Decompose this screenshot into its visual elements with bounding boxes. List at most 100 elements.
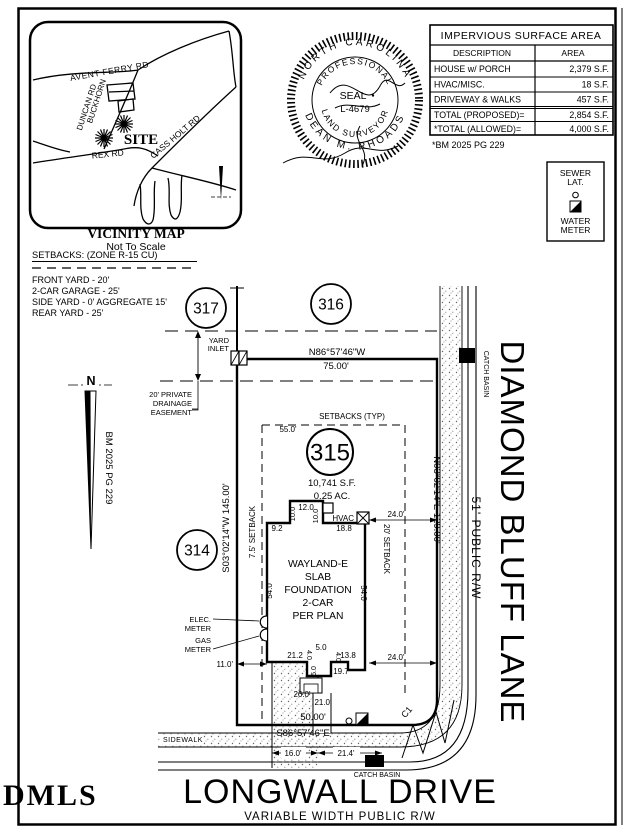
- label-gas-2: METER: [185, 645, 212, 654]
- sewer-lateral-icon: [345, 717, 353, 725]
- table-header-area: AREA: [561, 48, 584, 58]
- label-setback-20: 20' SETBACK: [382, 524, 391, 575]
- svg-text:2-CAR: 2-CAR: [303, 598, 334, 609]
- vicinity-north-arrow-icon: [211, 166, 231, 200]
- dim-12: 12.0: [298, 503, 314, 512]
- table-row-desc: TOTAL (PROPOSED)=: [434, 110, 525, 120]
- label-easement-2: DRAINAGE: [153, 399, 192, 408]
- utility-legend: SEWER LAT. WATER METER: [546, 161, 605, 242]
- dim-26: 26.0': [293, 690, 311, 699]
- dim-4a: 4.0: [305, 650, 312, 660]
- watermark: DMLS: [3, 779, 98, 812]
- bearing-south-dist: 50.00': [300, 712, 326, 723]
- label-elec-1: ELEC.: [189, 615, 211, 624]
- bearing-south: S86°57'46"E: [276, 728, 329, 739]
- dim-24-bot: 24.0': [387, 653, 405, 662]
- catch-basin-bottom-icon: [365, 755, 384, 767]
- street-bottom-name: LONGWALL DRIVE: [183, 773, 497, 811]
- svg-text:FOUNDATION: FOUNDATION: [284, 585, 351, 596]
- label-catch-basin-top: CATCH BASIN: [482, 351, 489, 398]
- house-footprint: [259, 499, 367, 678]
- legend-water-2: METER: [561, 225, 591, 235]
- svg-text:PROFESSIONAL: PROFESSIONAL: [315, 56, 396, 87]
- seal-signature: [282, 79, 406, 167]
- lot-315: 315: [310, 440, 350, 467]
- dim-10b: 10.0: [311, 509, 320, 524]
- dim-21-2: 21.2: [287, 651, 303, 660]
- legend-sewer-2: LAT.: [567, 177, 583, 187]
- hvac-unit-icon: [356, 511, 370, 525]
- label-elec-2: METER: [185, 624, 212, 633]
- setbacks-heading: SETBACKS: (ZONE R-15 CU): [32, 250, 158, 260]
- street-names: DIAMOND BLUFF LANE 51' PUBLIC R/W LONGWA…: [183, 341, 531, 823]
- meter-leaders: [212, 618, 260, 650]
- dim-21-0: 21.0': [314, 698, 332, 707]
- dim-9-2: 9.2: [271, 524, 283, 533]
- lot-316: 316: [318, 297, 344, 314]
- dim-5-top: 5.0: [315, 643, 327, 652]
- setbacks-item: REAR YARD - 25': [32, 308, 104, 318]
- bearing-east: N03°02'14"E 129.00': [431, 456, 442, 544]
- street-right-name: DIAMOND BLUFF LANE: [494, 341, 531, 724]
- site-starburst-icon: [95, 115, 133, 147]
- setbacks-note: SETBACKS: (ZONE R-15 CU) FRONT YARD - 20…: [32, 250, 197, 318]
- water-meter-sewer-icons: [345, 712, 369, 726]
- table-row-val: 457 S.F.: [577, 95, 609, 105]
- legend-sewer-1: SEWER: [560, 168, 591, 178]
- utility-meter-bumps: [259, 615, 268, 642]
- setback-lines: [261, 424, 406, 725]
- bearing-west: S03°02'14"W 145.00': [221, 483, 232, 573]
- yard-inlet-icon: [230, 350, 248, 366]
- setbacks-item: FRONT YARD - 20': [32, 275, 110, 285]
- dim-11: 11.0': [216, 660, 233, 669]
- label-sidewalk: SIDEWALK: [163, 737, 203, 744]
- bm-reference: BM 2025 PG 229: [103, 432, 114, 505]
- dim-18-8: 18.8: [336, 524, 352, 533]
- impervious-table: IMPERVIOUS SURFACE AREA DESCRIPTION AREA…: [429, 24, 614, 150]
- svg-text:WAYLAND-E: WAYLAND-E: [288, 559, 348, 570]
- label-gas-1: GAS: [195, 636, 211, 645]
- porch-stoop: [322, 502, 334, 514]
- vicinity-roads: [32, 30, 237, 225]
- plan-text: N86°57'46"W 75.00' S03°02'14"W 145.00' N…: [149, 336, 489, 779]
- dim-54-left: 54.0: [265, 583, 274, 599]
- table-row-val: 2,854 S.F.: [569, 110, 609, 120]
- north-arrow-n: N: [86, 374, 95, 388]
- label-easement-3: EASEMENT: [151, 408, 193, 417]
- catch-basin-top-icon: [459, 348, 475, 363]
- lot-317: 317: [193, 301, 219, 318]
- table-row-desc: HVAC/MISC.: [434, 80, 485, 90]
- label-setback-75: 7.5' SETBACK: [248, 505, 257, 558]
- sheet-border: [17, 7, 623, 826]
- seal-inner-top: PROFESSIONAL: [315, 56, 394, 87]
- table-title: IMPERVIOUS SURFACE AREA: [441, 30, 602, 42]
- vicinity-title: VICINITY MAP: [87, 226, 184, 241]
- lot-boundary: [230, 286, 439, 727]
- table-row-desc: *TOTAL (ALLOWED)=: [434, 124, 521, 134]
- catch-basin-icons: [365, 348, 475, 767]
- street-bottom-rw: VARIABLE WIDTH PUBLIC R/W: [244, 811, 436, 823]
- label-catch-basin-bottom: CATCH BASIN: [354, 772, 401, 779]
- dim-4b: 4.0: [334, 652, 341, 662]
- table-header-description: DESCRIPTION: [453, 48, 511, 58]
- lot-area-sf: 10,741 S.F.: [308, 478, 356, 489]
- dim-54-right: 54.0: [359, 585, 368, 601]
- lot-area-ac: 0.25 AC.: [314, 491, 350, 502]
- lot-circles: 317 316 314 315 10,741 S.F. 0.25 AC.: [176, 283, 356, 571]
- drainage-easement-lines: [160, 330, 437, 411]
- bearing-north: N86°57'46"W: [309, 347, 366, 358]
- dim-24-top: 24.0': [387, 510, 405, 519]
- table-note: *BM 2025 PG 229: [432, 140, 505, 150]
- table-row-desc: HOUSE w/ PORCH: [434, 64, 511, 74]
- dim-55: 55.0': [279, 425, 297, 434]
- label-easement-1: 20' PRIVATE: [149, 390, 192, 399]
- front-walkway: [299, 677, 332, 733]
- dim-13-8: 13.8: [340, 651, 356, 660]
- surveyor-seal: NORTH CAROLINA DEAN M. RHOADS PROFESSION…: [282, 32, 423, 168]
- table-row-desc: DRIVEWAY & WALKS: [434, 95, 521, 105]
- lot-314: 314: [184, 543, 210, 560]
- vicinity-map: AVENT FERRY RD BUCKHORN DUNCAN RD REX RD…: [28, 20, 243, 253]
- dim-5-side: 5.0: [311, 666, 318, 676]
- dim-16: 16.0': [284, 749, 302, 758]
